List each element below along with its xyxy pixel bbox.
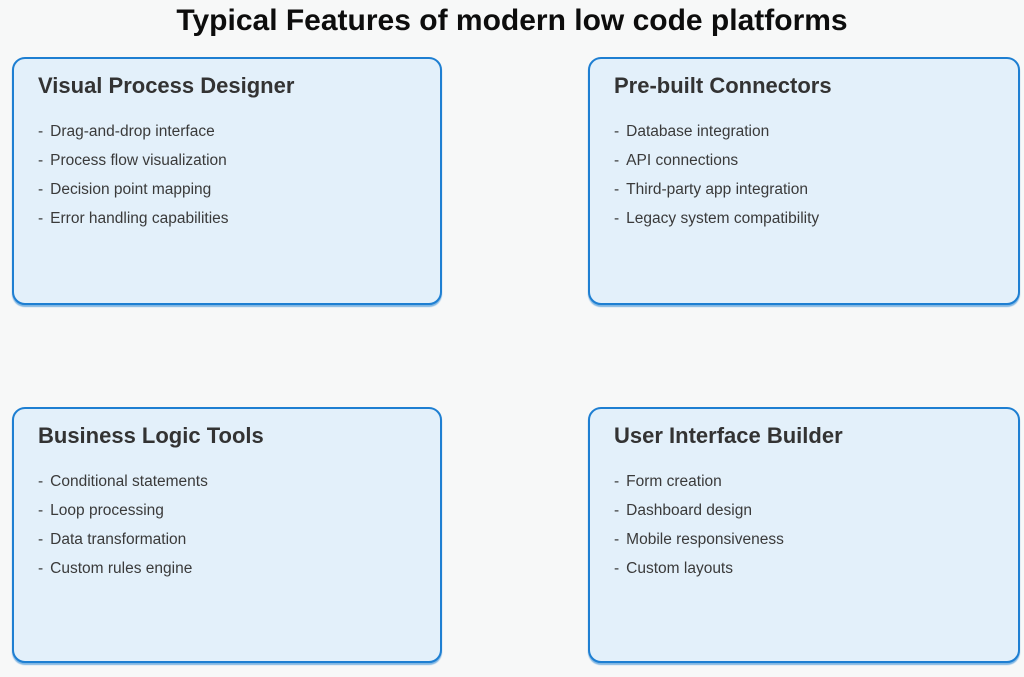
feature-item-label: Error handling capabilities xyxy=(50,210,229,227)
feature-item-label: Custom rules engine xyxy=(50,560,193,577)
feature-item-label: API connections xyxy=(626,152,739,169)
feature-item-label: Loop processing xyxy=(50,502,164,519)
list-marker: - xyxy=(614,181,620,198)
card-title: Business Logic Tools xyxy=(38,423,264,448)
list-marker: - xyxy=(614,123,620,140)
list-marker: - xyxy=(38,210,44,227)
feature-item-label: Database integration xyxy=(626,123,770,140)
feature-item: -Process flow visualization xyxy=(38,146,416,175)
feature-list: -Database integration -API connections -… xyxy=(614,117,994,233)
feature-item-label: Decision point mapping xyxy=(50,181,212,198)
list-marker: - xyxy=(38,123,44,140)
card-pre-built-connectors: Pre-built Connectors -Database integrati… xyxy=(588,57,1020,305)
feature-item-label: Drag-and-drop interface xyxy=(50,123,215,140)
feature-item: -Decision point mapping xyxy=(38,175,416,204)
feature-item: -Third-party app integration xyxy=(614,175,994,204)
feature-item: -Data transformation xyxy=(38,525,416,554)
feature-item: -Conditional statements xyxy=(38,467,416,496)
list-marker: - xyxy=(38,531,44,548)
feature-list: -Form creation -Dashboard design -Mobile… xyxy=(614,467,994,583)
feature-item-label: Third-party app integration xyxy=(626,181,808,198)
feature-item: -Custom rules engine xyxy=(38,554,416,583)
feature-item: -API connections xyxy=(614,146,994,175)
card-title: Pre-built Connectors xyxy=(614,73,832,98)
feature-list: -Conditional statements -Loop processing… xyxy=(38,467,416,583)
list-marker: - xyxy=(38,152,44,169)
feature-item: -Form creation xyxy=(614,467,994,496)
list-marker: - xyxy=(38,181,44,198)
feature-item-label: Process flow visualization xyxy=(50,152,227,169)
feature-item-label: Custom layouts xyxy=(626,560,733,577)
card-title: Visual Process Designer xyxy=(38,73,295,98)
feature-item: -Custom layouts xyxy=(614,554,994,583)
feature-item: -Loop processing xyxy=(38,496,416,525)
list-marker: - xyxy=(614,560,620,577)
card-visual-process-designer: Visual Process Designer -Drag-and-drop i… xyxy=(12,57,442,305)
feature-item-label: Mobile responsiveness xyxy=(626,531,784,548)
list-marker: - xyxy=(614,152,620,169)
list-marker: - xyxy=(614,210,620,227)
feature-item: -Legacy system compatibility xyxy=(614,204,994,233)
card-business-logic-tools: Business Logic Tools -Conditional statem… xyxy=(12,407,442,663)
list-marker: - xyxy=(614,473,620,490)
list-marker: - xyxy=(38,473,44,490)
list-marker: - xyxy=(614,531,620,548)
list-marker: - xyxy=(38,560,44,577)
feature-item: -Dashboard design xyxy=(614,496,994,525)
page-title: Typical Features of modern low code plat… xyxy=(176,4,848,37)
feature-item: -Database integration xyxy=(614,117,994,146)
feature-item-label: Conditional statements xyxy=(50,473,208,490)
feature-list: -Drag-and-drop interface -Process flow v… xyxy=(38,117,416,233)
feature-item: -Mobile responsiveness xyxy=(614,525,994,554)
feature-item-label: Dashboard design xyxy=(626,502,752,519)
list-marker: - xyxy=(614,502,620,519)
card-title: User Interface Builder xyxy=(614,423,843,448)
card-user-interface-builder: User Interface Builder -Form creation -D… xyxy=(588,407,1020,663)
feature-item-label: Legacy system compatibility xyxy=(626,210,820,227)
list-marker: - xyxy=(38,502,44,519)
feature-item-label: Data transformation xyxy=(50,531,187,548)
feature-item: -Error handling capabilities xyxy=(38,204,416,233)
feature-item-label: Form creation xyxy=(626,473,722,490)
feature-item: -Drag-and-drop interface xyxy=(38,117,416,146)
